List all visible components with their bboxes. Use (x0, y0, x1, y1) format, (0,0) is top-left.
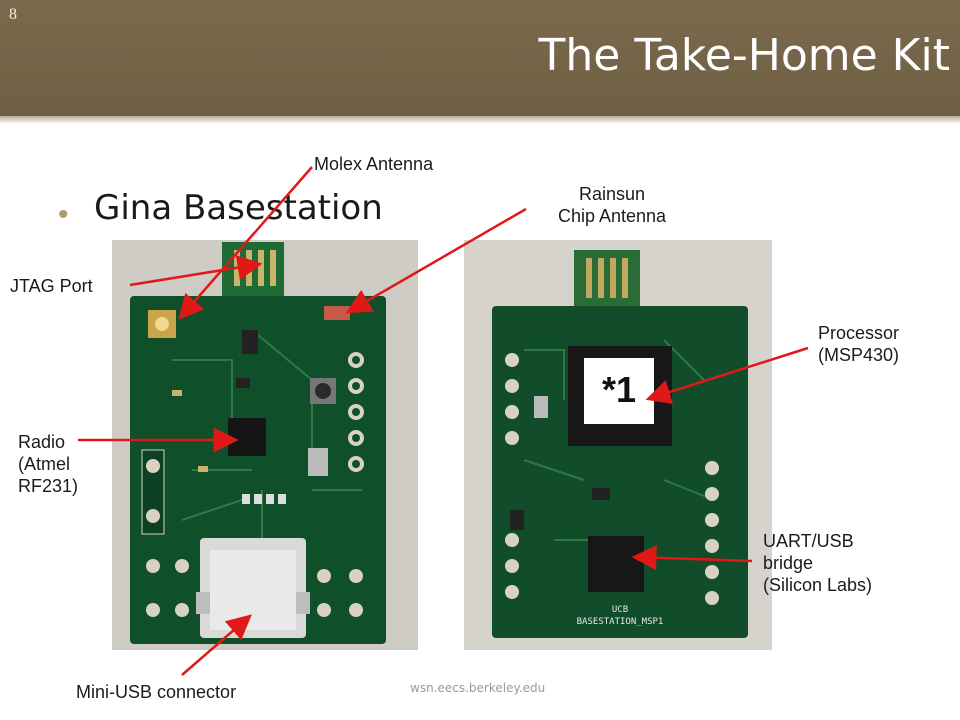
title-bar-shadow (0, 116, 960, 124)
label-radio: Radio (Atmel RF231) (18, 431, 78, 497)
label-processor-line2: (MSP430) (818, 345, 900, 365)
label-rainsun-line2: Chip Antenna (557, 206, 667, 226)
silkscreen-line-2: BASESTATION_MSP1 (577, 617, 664, 627)
label-processor: Processor (MSP430) (818, 322, 899, 366)
arrow-uart-bridge (631, 545, 753, 571)
label-uart-usb-bridge: UART/USB bridge (Silicon Labs) (763, 530, 872, 596)
board-photo-front (112, 240, 418, 650)
arrow-processor (645, 346, 809, 405)
label-radio-line2: (Atmel (18, 454, 71, 474)
label-radio-line3: RF231) (18, 476, 79, 496)
label-mini-usb-connector: Mini-USB connector (76, 682, 237, 702)
arrow-jtag-port (129, 255, 263, 287)
silkscreen-line-1: UCB (612, 605, 628, 615)
label-uart-line3: (Silicon Labs) (763, 575, 873, 595)
label-jtag-port: JTAG Port (10, 276, 93, 296)
label-uart-line1: UART/USB (763, 531, 854, 551)
chip-label: *1 (602, 369, 636, 410)
bullet-icon: • (58, 198, 69, 231)
label-molex-antenna: Molex Antenna (314, 154, 434, 174)
label-rainsun-chip-antenna: Rainsun Chip Antenna (536, 183, 688, 227)
footer-url: wsn.eecs.berkeley.edu (410, 681, 546, 695)
arrow-mini-usb (181, 614, 252, 676)
label-uart-line2: bridge (763, 553, 814, 573)
arrow-molex-antenna (178, 166, 313, 320)
title-bar (0, 0, 960, 116)
arrow-chip-antenna (345, 207, 527, 314)
slide-title: The Take-Home Kit (538, 30, 951, 81)
board-photo-back: *1 UCB BASESTATION_MSP1 (464, 240, 772, 650)
slide-number: 8 (9, 6, 17, 23)
label-processor-line1: Processor (818, 323, 900, 343)
bullet-text: Gina Basestation (94, 188, 383, 228)
label-radio-line1: Radio (18, 432, 66, 452)
label-rainsun-line1: Rainsun (578, 184, 646, 204)
